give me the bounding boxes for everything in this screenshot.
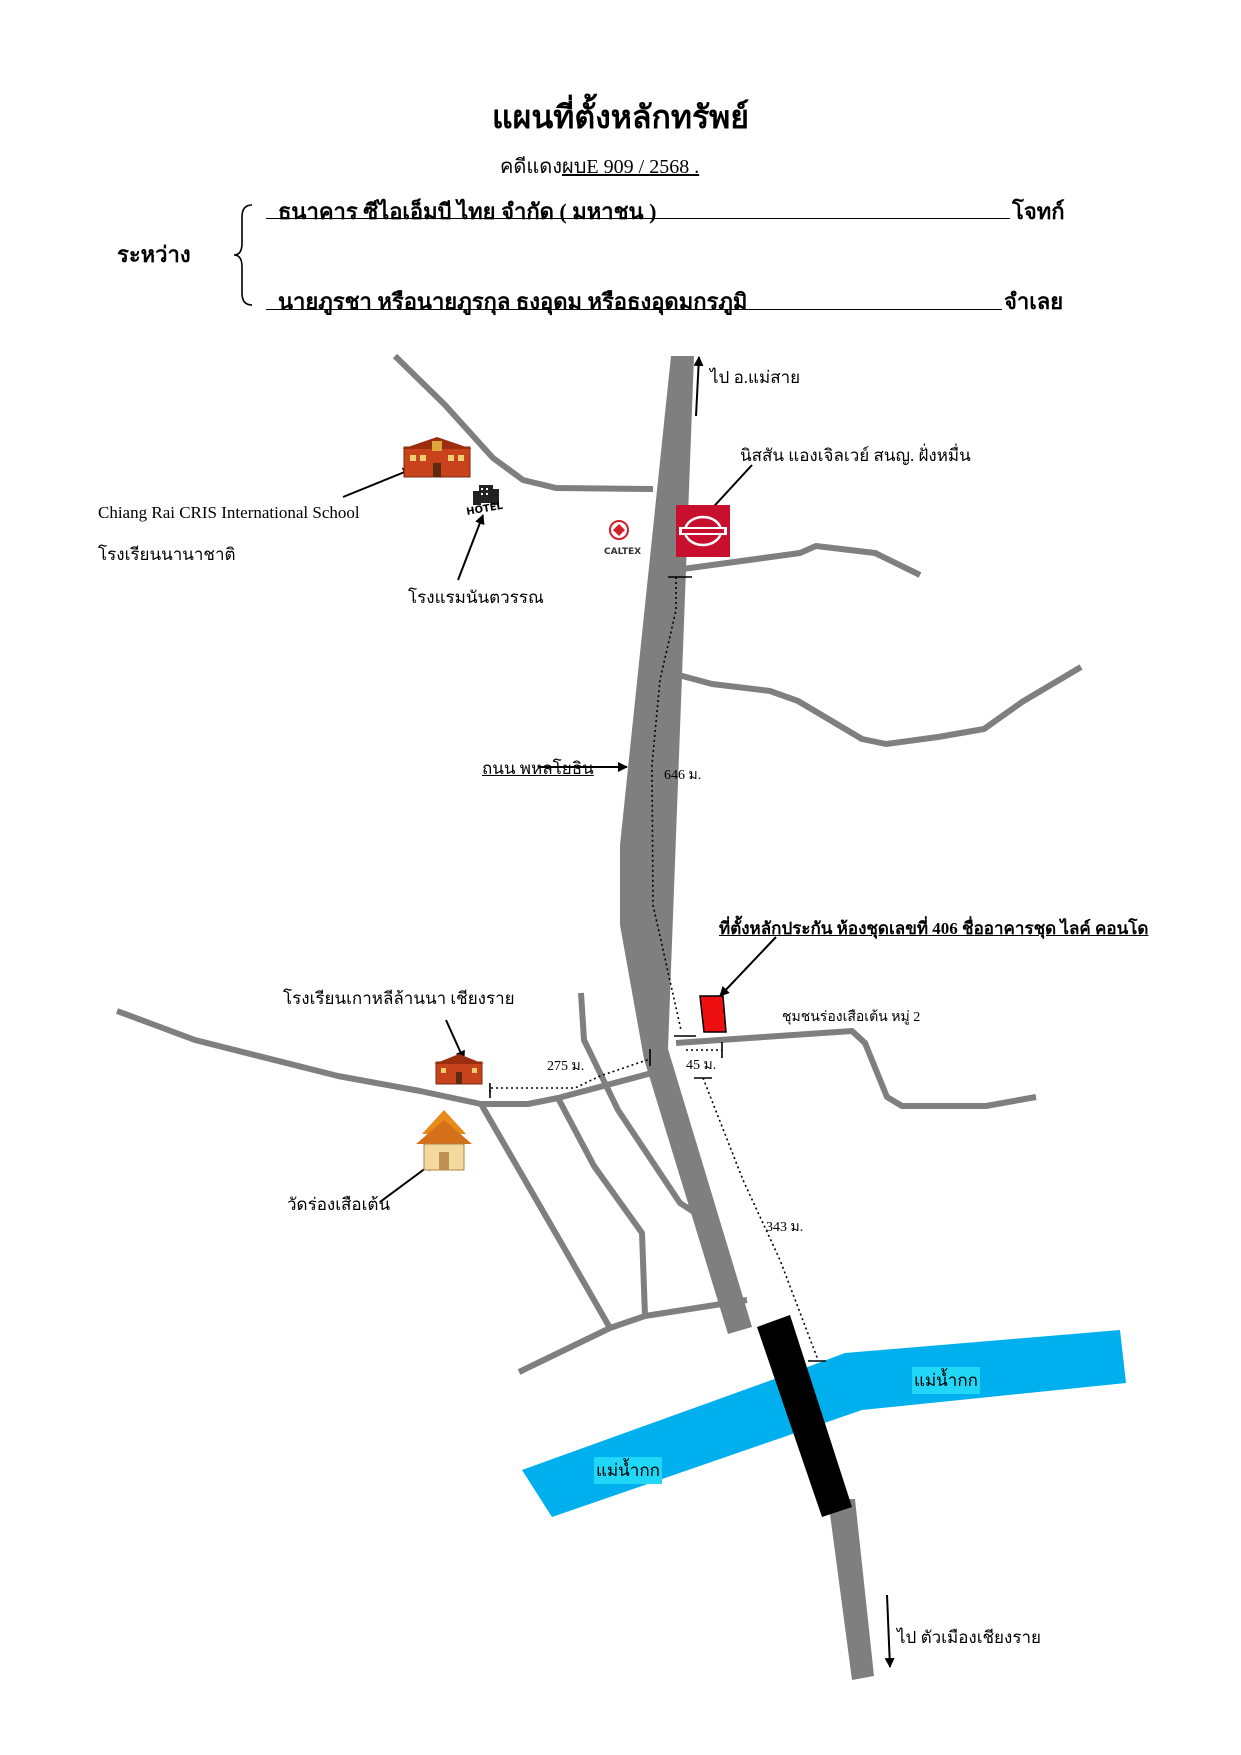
hotel-building-icon: HOTEL bbox=[466, 485, 505, 518]
arrow-property bbox=[719, 936, 777, 997]
case-number: ผบE 909 / 2568 . bbox=[562, 156, 700, 178]
caltex-text: CALTEX bbox=[604, 547, 641, 557]
brace-icon bbox=[233, 204, 253, 306]
arrow-korean-school bbox=[445, 1019, 465, 1061]
plaintiff-role: โจทก์ bbox=[1012, 199, 1065, 224]
korean-school-icon bbox=[434, 1054, 484, 1085]
arrow-to-city bbox=[884, 1594, 895, 1668]
defendant-role: จำเลย bbox=[1004, 289, 1064, 314]
road-ne-2 bbox=[659, 664, 1083, 747]
road-sw-2 bbox=[555, 1096, 648, 1317]
arrow-hotel bbox=[457, 514, 485, 581]
defendant-underline bbox=[266, 309, 1002, 310]
main-road-south bbox=[828, 1499, 874, 1680]
road-bottom bbox=[517, 1297, 748, 1375]
label-school-en: Chiang Rai CRIS International School bbox=[98, 503, 360, 522]
road-ne-1 bbox=[667, 543, 922, 578]
between-label: ระหว่าง bbox=[117, 242, 191, 267]
bridge bbox=[757, 1315, 852, 1517]
label-school-th: โรงเรียนนานาชาติ bbox=[98, 545, 236, 564]
label-nissan: นิสสัน แองเจิลเวย์ สนญ. ฝั่งหมื่น bbox=[740, 446, 971, 465]
plaintiff-name: ธนาคาร ซีไอเอ็มบี ไทย จำกัด ( มหาชน ) bbox=[278, 199, 657, 224]
dist-line-646 bbox=[651, 577, 682, 1031]
plaintiff-underline bbox=[266, 218, 1010, 219]
label-river-east: แม่น้ำกก bbox=[912, 1367, 980, 1394]
label-river-west: แม่น้ำกก bbox=[594, 1457, 662, 1484]
road-sw-1 bbox=[478, 1102, 613, 1330]
caltex-logo-icon: CALTEX bbox=[604, 520, 641, 557]
label-dist-646: 646 ม. bbox=[664, 768, 702, 783]
main-road bbox=[620, 356, 752, 1334]
temple-icon bbox=[416, 1110, 472, 1171]
label-dist-343: 343 ม. bbox=[766, 1220, 804, 1235]
label-hotel: โรงแรมนันตวรรณ bbox=[408, 588, 544, 607]
label-temple: วัดร่องเสือเต้น bbox=[287, 1195, 391, 1214]
page-title: แผนที่ตั้งหลักทรัพย์ bbox=[492, 99, 749, 135]
label-korean-school: โรงเรียนเกาหลีล้านนา เชียงราย bbox=[283, 989, 515, 1008]
hotel-sign: HOTEL bbox=[466, 501, 505, 518]
arrow-to-mae-sai bbox=[693, 356, 704, 417]
road-east bbox=[675, 1028, 1037, 1109]
label-dist-275: 275 ม. bbox=[547, 1059, 585, 1074]
property-marker-icon bbox=[699, 995, 727, 1033]
label-to-city: ไป ตัวเมืองเชียงราย bbox=[897, 1628, 1041, 1647]
label-community: ชุมชนร่องเสือเต้น หมู่ 2 bbox=[782, 1010, 921, 1025]
case-label: คดีแดง bbox=[500, 156, 563, 178]
label-dist-45: 45 ม. bbox=[686, 1058, 717, 1073]
arrow-school bbox=[342, 467, 413, 498]
road-nw bbox=[392, 353, 654, 492]
nissan-logo-icon bbox=[676, 505, 730, 557]
road-west bbox=[115, 1008, 668, 1107]
label-to-mae-sai: ไป อ.แม่สาย bbox=[710, 368, 801, 387]
dist-line-343 bbox=[702, 1077, 819, 1361]
label-property: ที่ตั้งหลักประกัน ห้องชุดเลขที่ 406 ชื่อ… bbox=[719, 919, 1149, 938]
label-road: ถนน พหลโยธิน bbox=[482, 759, 594, 778]
school-building-icon bbox=[402, 437, 472, 478]
